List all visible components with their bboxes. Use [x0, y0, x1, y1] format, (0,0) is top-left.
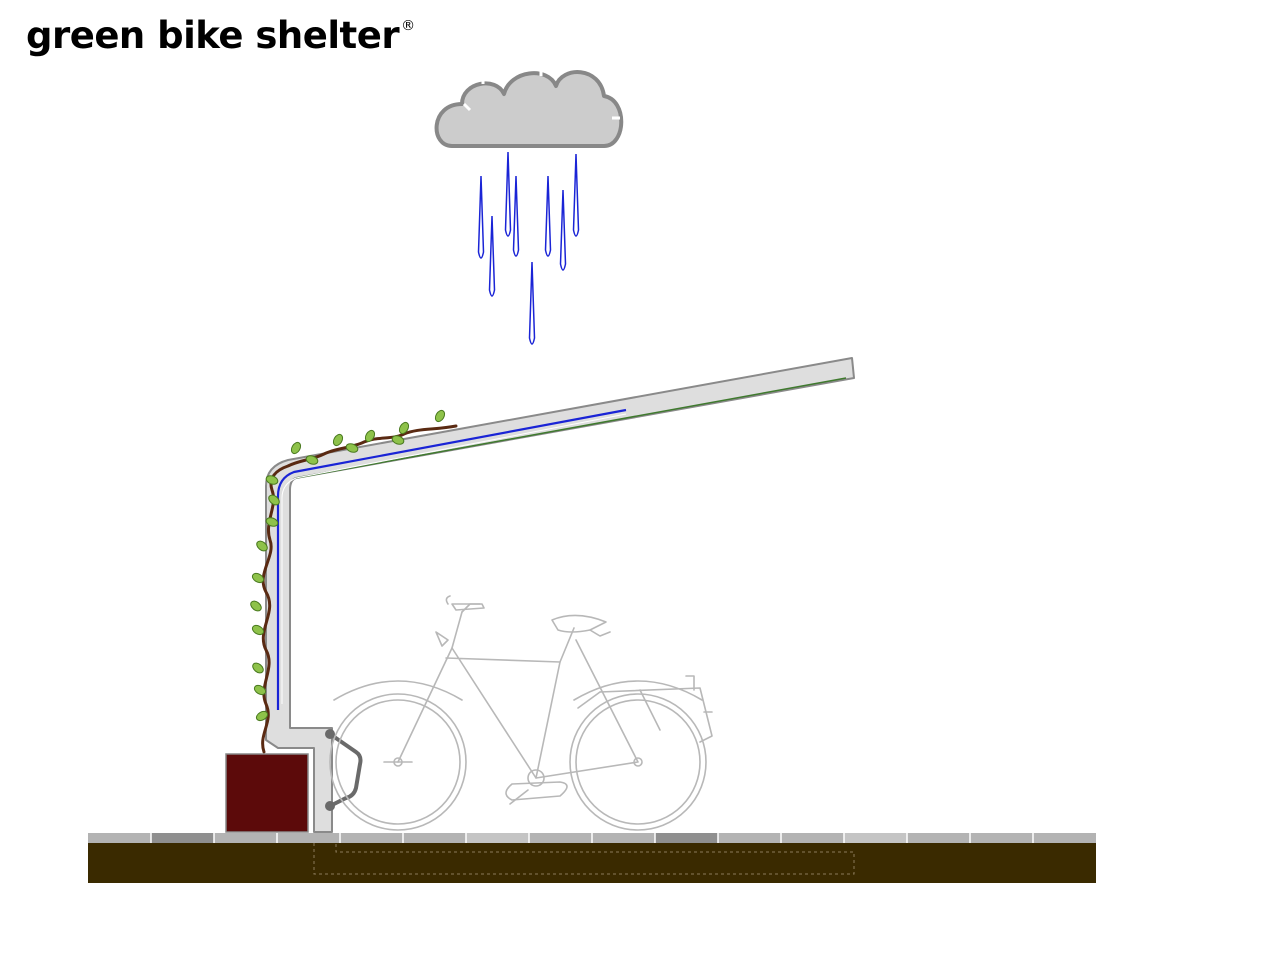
- leaf: [391, 435, 405, 445]
- bicycle-icon: [329, 595, 713, 831]
- leaf: [250, 600, 262, 612]
- rear-wheel: [569, 693, 707, 831]
- rain-drop: [528, 261, 536, 345]
- rain-drop: [512, 175, 520, 257]
- leaf: [265, 475, 279, 485]
- green-roof-line: [295, 377, 847, 479]
- leaf: [251, 624, 265, 636]
- brand-title: green bike shelter®: [26, 14, 415, 57]
- leaf: [256, 540, 268, 552]
- front-wheel: [329, 693, 467, 831]
- leaf: [252, 662, 264, 674]
- rainwater-channel: [276, 408, 627, 710]
- leaf: [434, 409, 446, 423]
- leaf: [268, 494, 280, 506]
- paving-strip: [88, 833, 1096, 843]
- leaf: [332, 433, 344, 447]
- rain-drop: [477, 175, 485, 259]
- leaf: [398, 421, 410, 435]
- leaf: [255, 710, 269, 722]
- rain-drop: [488, 215, 496, 297]
- leaf: [290, 441, 302, 455]
- planter-box-icon: [225, 753, 309, 833]
- brand-name: green bike shelter: [26, 14, 400, 57]
- foundation-outline: [313, 843, 855, 875]
- leaf: [305, 455, 319, 465]
- rain-drop: [572, 153, 580, 237]
- leaf: [345, 443, 359, 453]
- leaf: [251, 572, 265, 584]
- rain-cloud-icon: [434, 68, 624, 148]
- rain-drop: [504, 151, 512, 237]
- rain-drop: [544, 175, 552, 257]
- rain-drops: [477, 151, 580, 345]
- shelter-structure: [265, 357, 855, 833]
- bike-rack-icon: [325, 729, 363, 811]
- leaf: [253, 684, 267, 696]
- climbing-vine: [250, 409, 458, 754]
- leaf: [364, 429, 376, 443]
- leaf: [265, 517, 279, 527]
- soil-layer: [88, 843, 1096, 883]
- registered-mark: ®: [401, 18, 415, 34]
- rain-drop: [559, 189, 567, 271]
